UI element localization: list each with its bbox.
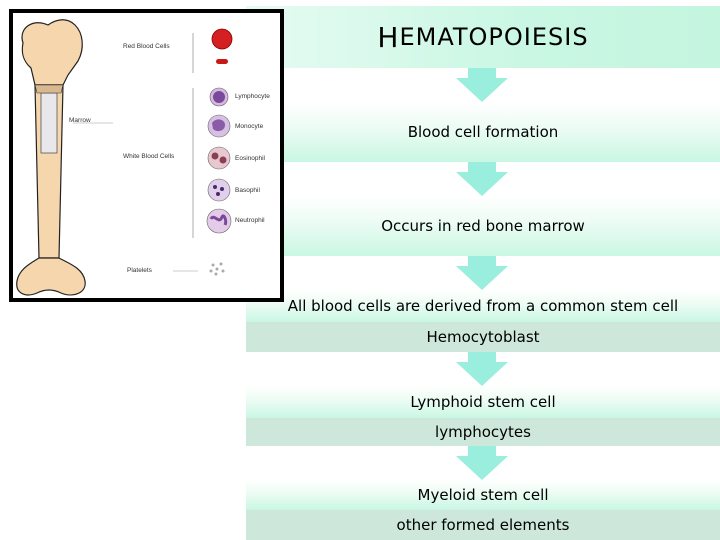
down-arrow-icon bbox=[456, 68, 508, 102]
down-arrow-icon bbox=[456, 162, 508, 196]
down-arrow-icon bbox=[456, 256, 508, 290]
step-lymphoid-stem-cell: Lymphoid stem cell bbox=[246, 386, 720, 418]
step-common-stem-cell: All blood cells are derived from a commo… bbox=[246, 290, 720, 322]
step-hemocytoblast: Hemocytoblast bbox=[246, 322, 720, 352]
eosinophil-label: Eosinophil bbox=[235, 155, 265, 162]
bone-marrow-figure: Red Blood Cells Marrow White Blood Cells… bbox=[9, 9, 284, 302]
basophil-label: Basophil bbox=[235, 187, 260, 194]
step-label: Hemocytoblast bbox=[426, 328, 539, 346]
step-label: other formed elements bbox=[397, 516, 570, 534]
step-label: Blood cell formation bbox=[408, 123, 559, 141]
step-blood-cell-formation: Blood cell formation bbox=[246, 102, 720, 162]
step-lymphocytes: lymphocytes bbox=[246, 418, 720, 446]
title-rest: EMATOPOIESIS bbox=[399, 23, 588, 51]
step-label: Occurs in red bone marrow bbox=[381, 217, 585, 235]
femur-condyle-shape bbox=[17, 258, 85, 295]
marrow-cavity-shape bbox=[41, 93, 57, 153]
marrow-label: Marrow bbox=[69, 117, 91, 124]
white-blood-cells-label: White Blood Cells bbox=[123, 153, 174, 160]
step-other-formed-elements: other formed elements bbox=[246, 510, 720, 540]
red-blood-cell-side-icon bbox=[216, 59, 228, 64]
down-arrow-icon bbox=[456, 352, 508, 386]
red-blood-cell-icon bbox=[212, 29, 232, 49]
step-red-bone-marrow: Occurs in red bone marrow bbox=[246, 196, 720, 256]
monocyte-label: Monocyte bbox=[235, 123, 263, 130]
title-initial: H bbox=[377, 21, 399, 54]
step-label: lymphocytes bbox=[435, 423, 531, 441]
lymphocyte-label: Lymphocyte bbox=[235, 93, 270, 100]
down-arrow-icon bbox=[456, 446, 508, 480]
step-myeloid-stem-cell: Myeloid stem cell bbox=[246, 480, 720, 510]
platelets-icon bbox=[210, 263, 225, 276]
platelets-label: Platelets bbox=[127, 267, 152, 274]
neutrophil-label: Neutrophil bbox=[235, 217, 265, 224]
femur-head-shape bbox=[22, 20, 82, 85]
basophil-icon bbox=[208, 179, 230, 201]
step-label: Myeloid stem cell bbox=[418, 486, 549, 504]
step-label: All blood cells are derived from a commo… bbox=[288, 297, 678, 315]
eosinophil-icon bbox=[208, 147, 230, 169]
step-label: Lymphoid stem cell bbox=[410, 393, 555, 411]
red-blood-cells-label: Red Blood Cells bbox=[123, 43, 170, 50]
